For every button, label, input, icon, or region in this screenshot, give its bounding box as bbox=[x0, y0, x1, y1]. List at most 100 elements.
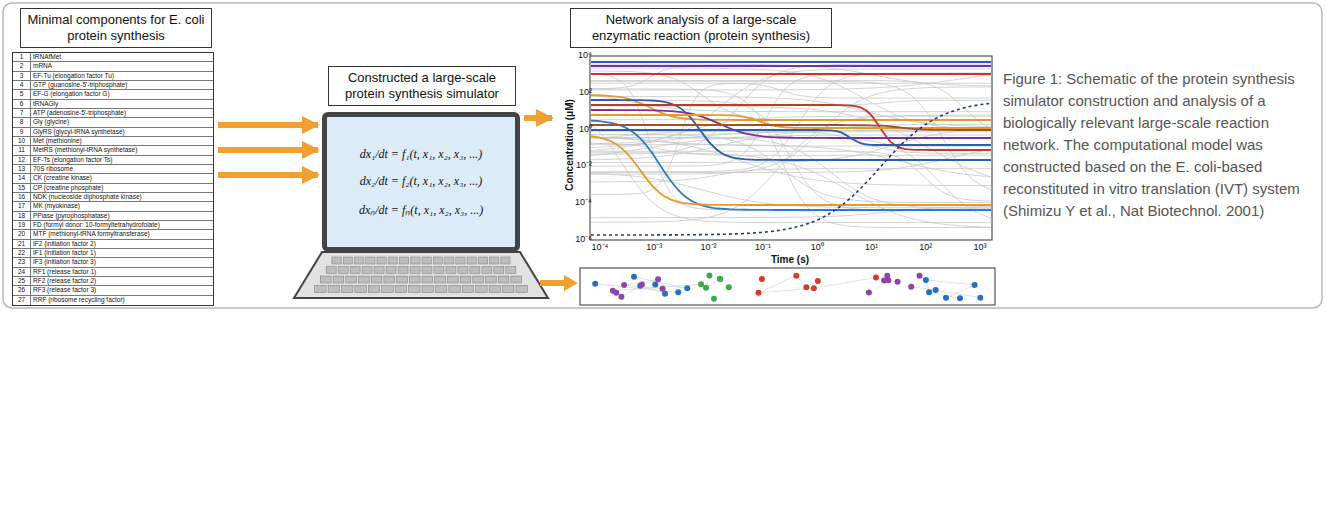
row-number: 5 bbox=[13, 90, 31, 99]
background-curve bbox=[591, 83, 991, 98]
keyboard-key bbox=[388, 257, 397, 264]
species-curve bbox=[591, 130, 991, 145]
background-curve bbox=[591, 83, 991, 194]
axis-label: Time (s) bbox=[771, 254, 809, 266]
network-node bbox=[793, 273, 799, 279]
component-name: EF-Tu (elongation factor Tu) bbox=[31, 72, 213, 81]
species-curve bbox=[591, 110, 991, 138]
network-node bbox=[711, 296, 717, 302]
keyboard-key bbox=[490, 257, 499, 264]
tick-label: 10³ bbox=[974, 242, 987, 253]
network-node bbox=[972, 282, 978, 288]
component-name: EF-G (elongation factor G) bbox=[31, 90, 213, 99]
keyboard-key bbox=[410, 267, 420, 274]
keyboard-key bbox=[346, 276, 357, 283]
species-curve bbox=[591, 121, 991, 210]
keyboard-key bbox=[326, 267, 336, 274]
network-node bbox=[881, 278, 887, 284]
laptop-keyboard bbox=[294, 252, 548, 298]
keyboard-key bbox=[377, 257, 386, 264]
row-number: 1 bbox=[13, 53, 31, 62]
component-name: RRF (ribosome recycling factor) bbox=[31, 296, 213, 305]
network-node bbox=[698, 281, 704, 287]
component-name: IF2 (initiation factor 2) bbox=[31, 240, 213, 249]
tick-label: 10⁴ bbox=[578, 50, 592, 61]
component-name: IF3 (initiation factor 3) bbox=[31, 258, 213, 267]
species-curve bbox=[591, 61, 991, 63]
network-node bbox=[803, 284, 809, 290]
species-curve bbox=[591, 65, 991, 67]
keyboard-key bbox=[498, 276, 509, 283]
network-node bbox=[943, 295, 949, 301]
plot-curves bbox=[591, 62, 991, 235]
component-name: Gly (glycine) bbox=[31, 118, 213, 127]
keyboard-key bbox=[411, 257, 420, 264]
background-curve bbox=[591, 101, 991, 211]
component-name: NDK (nucleoside diphosphate kinase) bbox=[31, 193, 213, 202]
network-node bbox=[811, 285, 817, 291]
row-number: 26 bbox=[13, 286, 31, 295]
network-node bbox=[618, 294, 624, 300]
keyboard-key bbox=[516, 286, 527, 293]
background-curve bbox=[591, 169, 991, 182]
network-node bbox=[631, 274, 637, 280]
network-node bbox=[957, 295, 963, 301]
component-name: GTP (guanosine-5'-triphosphate) bbox=[31, 81, 213, 90]
network-node bbox=[703, 285, 709, 291]
background-curve bbox=[591, 153, 991, 228]
component-name: CP (creatine phosphate) bbox=[31, 184, 213, 193]
row-number: 14 bbox=[13, 174, 31, 183]
keyboard-key bbox=[446, 267, 456, 274]
row-number: 24 bbox=[13, 268, 31, 277]
network-node bbox=[895, 279, 901, 285]
component-name: FD (formyl donor: 10-formyltetrahydrofol… bbox=[31, 221, 213, 230]
network-box bbox=[580, 268, 995, 305]
row-number: 18 bbox=[13, 212, 31, 221]
keyboard-key bbox=[398, 267, 408, 274]
network-node bbox=[639, 281, 645, 287]
row-number: 27 bbox=[13, 296, 31, 305]
background-curve bbox=[591, 74, 991, 210]
row-number: 8 bbox=[13, 118, 31, 127]
component-name: RF3 (release factor 3) bbox=[31, 286, 213, 295]
keyboard-key bbox=[320, 276, 331, 283]
component-name: GlyRS (glycyl-tRNA synthetase) bbox=[31, 128, 213, 137]
component-name: RF2 (release factor 2) bbox=[31, 277, 213, 286]
component-name: tRNAfMet bbox=[31, 53, 213, 62]
component-name: RF1 (release factor 1) bbox=[31, 268, 213, 277]
row-number: 11 bbox=[13, 146, 31, 155]
keyboard-key bbox=[371, 276, 382, 283]
keyboard-key bbox=[511, 276, 522, 283]
network-node bbox=[652, 281, 658, 287]
keyboard-key bbox=[467, 257, 476, 264]
row-number: 4 bbox=[13, 81, 31, 90]
keyboard-key bbox=[449, 286, 460, 293]
keyboard-key bbox=[434, 267, 444, 274]
rate-equation: dx₂/dt = f₂(t, x₁, x₂, x₃, ...) bbox=[360, 174, 483, 189]
network-node bbox=[726, 284, 732, 290]
figure-frame bbox=[3, 3, 1322, 308]
keyboard-key bbox=[422, 267, 432, 274]
row-number: 22 bbox=[13, 249, 31, 258]
network-node bbox=[923, 277, 929, 283]
keyboard-key bbox=[341, 286, 352, 293]
keyboard-key bbox=[362, 267, 372, 274]
keyboard-key bbox=[447, 276, 458, 283]
keyboard-key bbox=[374, 267, 384, 274]
background-curve bbox=[591, 71, 991, 121]
keyboard-key bbox=[462, 286, 473, 293]
keyboard-key bbox=[399, 257, 408, 264]
species-curve bbox=[591, 95, 991, 120]
component-name: ATP (adenosine-5'-triphosphate) bbox=[31, 109, 213, 118]
keyboard-key bbox=[486, 276, 497, 283]
keyboard-key bbox=[494, 267, 504, 274]
keyboard-key bbox=[333, 276, 344, 283]
concentration-chart: Concentration (μM)Time (s)10⁴10²10⁰10⁻²1… bbox=[556, 50, 1000, 266]
row-number: 7 bbox=[13, 109, 31, 118]
network-node bbox=[675, 289, 681, 295]
keyboard-key bbox=[458, 267, 468, 274]
row-number: 25 bbox=[13, 277, 31, 286]
network-node bbox=[655, 276, 661, 282]
species-curve bbox=[591, 73, 991, 75]
rate-equation: dxₙ/dt = fₙ(t, x₁, x₂, x₃, ...) bbox=[359, 201, 483, 218]
